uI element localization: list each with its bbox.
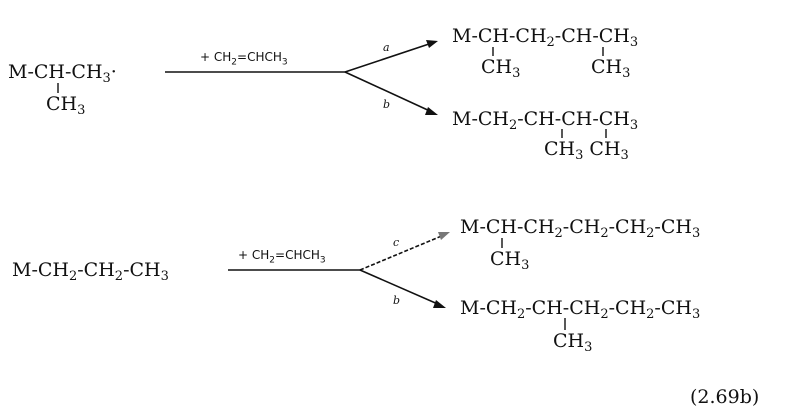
reactant1-branch: CH3 bbox=[46, 93, 86, 118]
product-c-branch: CH3 bbox=[490, 248, 530, 273]
reaction2-label-b: b bbox=[393, 294, 401, 307]
reaction1-arrowhead-a bbox=[426, 40, 438, 48]
equation-number: (2.69b) bbox=[690, 386, 760, 408]
reaction1-arrow-b bbox=[344, 71, 433, 113]
product-b-branches: CH3 CH3 bbox=[544, 138, 629, 163]
reactant1-main: M-CH-CH3· bbox=[8, 61, 117, 86]
product-b2-branch: CH3 bbox=[553, 330, 593, 355]
product-c-main: M-CH-CH2-CH2-CH2-CH3 bbox=[460, 216, 701, 241]
product-b-main: M-CH2-CH-CH-CH3 bbox=[452, 108, 639, 133]
reaction2-arrowhead-c bbox=[438, 232, 450, 240]
reaction2-label-c: c bbox=[393, 236, 400, 249]
reaction2-arrow-b bbox=[359, 269, 441, 306]
product-a-branch1: CH3 bbox=[481, 56, 521, 81]
reaction2-arrowhead-b bbox=[433, 300, 446, 308]
reaction1-arrow-a bbox=[344, 42, 433, 73]
reaction1-reagent: + CH2=CHCH3 bbox=[200, 50, 288, 68]
reaction1-label-a: a bbox=[383, 41, 390, 54]
reaction1-arrowhead-b bbox=[425, 107, 438, 115]
product-a-branch2: CH3 bbox=[591, 56, 631, 81]
reaction1-label-b: b bbox=[383, 98, 391, 111]
reaction2-reagent: + CH2=CHCH3 bbox=[238, 248, 326, 266]
product-b2-main: M-CH2-CH-CH2-CH2-CH3 bbox=[460, 297, 701, 322]
reactant2: M-CH2-CH2-CH3 bbox=[12, 259, 169, 284]
product-a-main: M-CH-CH2-CH-CH3 bbox=[452, 25, 639, 50]
reaction2-arrow-c bbox=[359, 234, 445, 271]
